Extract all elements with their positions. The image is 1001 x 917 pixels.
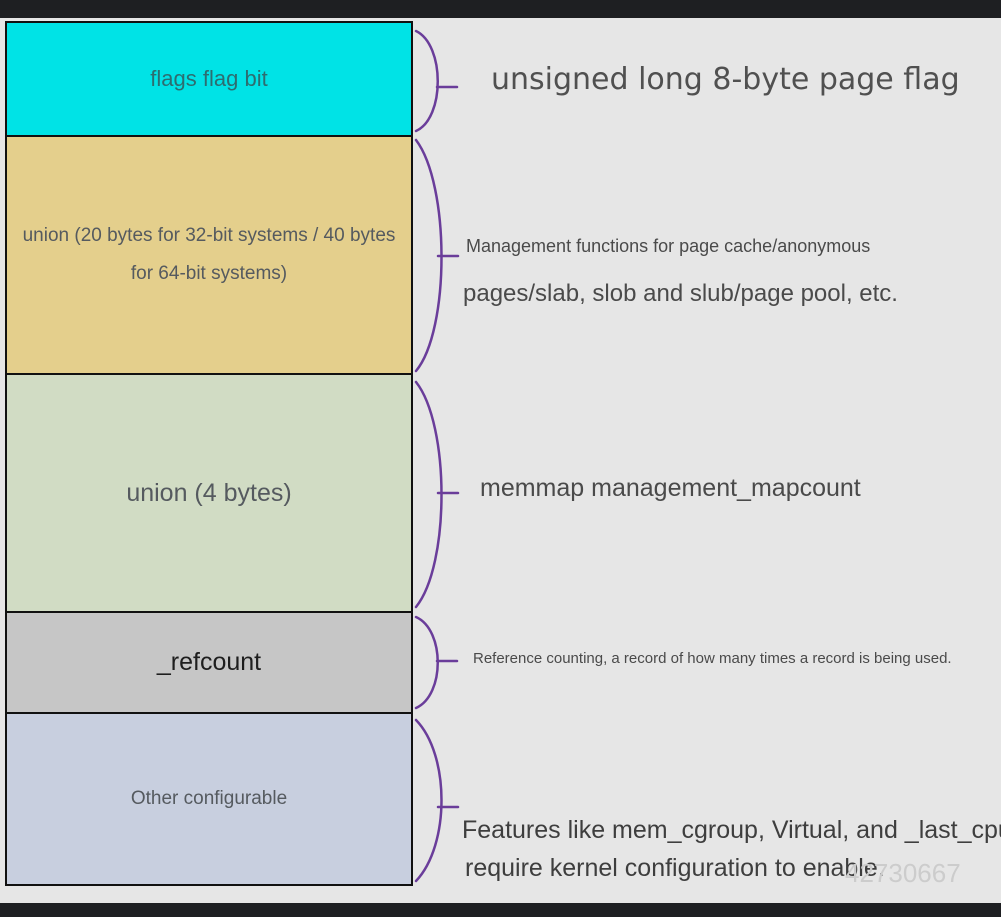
- other-configurable-block: Other configurable: [5, 712, 413, 886]
- brace-flags: [414, 29, 439, 133]
- other-description-line1: Features like mem_cgroup, Virtual, and _…: [462, 816, 1001, 844]
- union-small-description: memmap management_mapcount: [480, 474, 861, 502]
- other-description-line2: require kernel configuration to enable.: [465, 854, 885, 882]
- flags-description: unsigned long 8-byte page flag: [491, 62, 960, 97]
- brace-union-small: [414, 380, 443, 609]
- union-large-description-line2: pages/slab, slob and slub/page pool, etc…: [463, 280, 898, 307]
- flags-block-label: flags flag bit: [150, 66, 268, 91]
- union-large-block-label: union (20 bytes for 32-bit systems / 40 …: [22, 225, 396, 284]
- watermark: 42730667: [845, 858, 961, 888]
- other-configurable-block-label: Other configurable: [130, 788, 288, 809]
- brace-refcount: [414, 615, 439, 710]
- refcount-block: _refcount: [5, 611, 413, 714]
- refcount-block-label: _refcount: [156, 648, 262, 676]
- union-small-block-label: union (4 bytes): [126, 478, 292, 507]
- brace-other: [414, 718, 443, 883]
- union-large-block: union (20 bytes for 32-bit systems / 40 …: [5, 135, 413, 375]
- union-large-description-line1: Management functions for page cache/anon…: [466, 236, 871, 256]
- refcount-description: Reference counting, a record of how many…: [473, 650, 952, 667]
- flags-block: flags flag bit: [5, 21, 413, 137]
